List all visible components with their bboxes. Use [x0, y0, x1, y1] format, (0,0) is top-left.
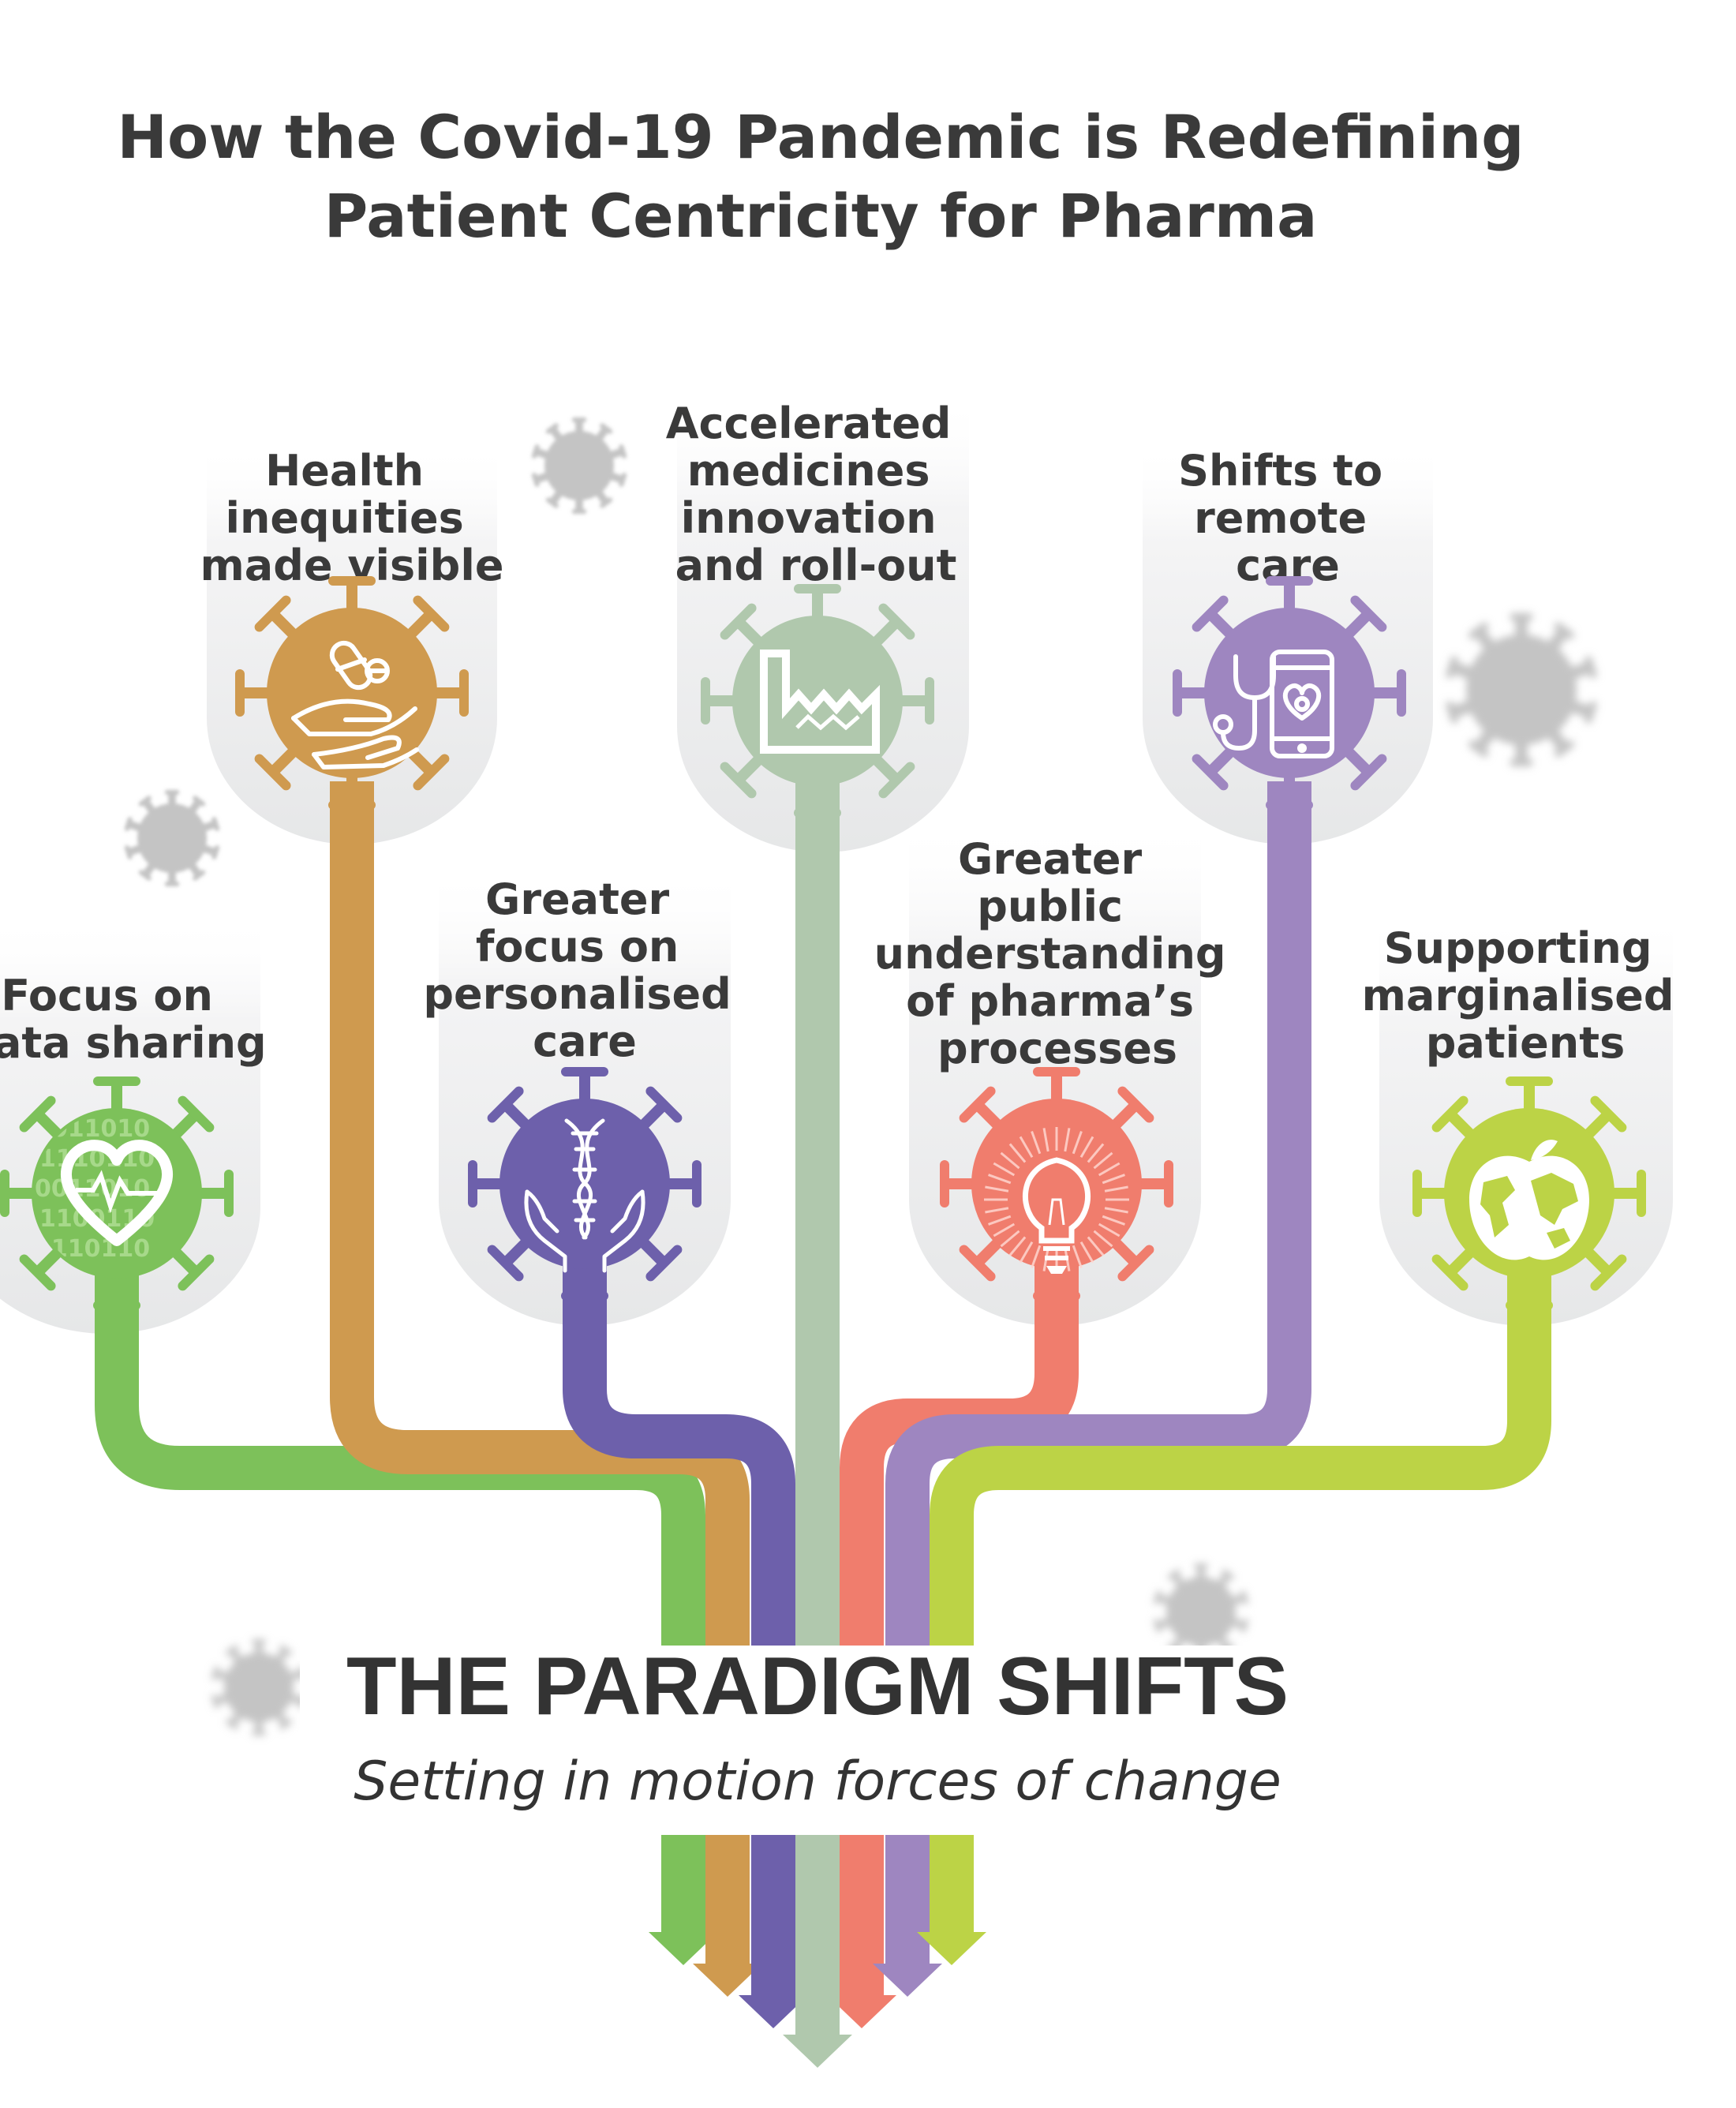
- label-personalised-care-line-3: personalised: [423, 969, 731, 1019]
- label-personalised-care-line-1: Greater: [485, 874, 669, 924]
- label-health-inequities-line-2: inequities: [225, 493, 463, 543]
- downward-arrows: [649, 1835, 986, 2068]
- title-line-1: How the Covid-19 Pandemic is Redefining: [117, 102, 1524, 172]
- label-public-understanding-line-4: of pharma’s: [906, 976, 1194, 1026]
- label-health-inequities-line-1: Health: [265, 446, 424, 496]
- label-remote-care: Shifts to remote care: [1178, 446, 1397, 590]
- factory-icon: [760, 650, 880, 754]
- label-remote-care-line-1: Shifts to: [1178, 446, 1382, 496]
- paradigm-shifts-heading: THE PARADIGM SHIFTS: [346, 1641, 1289, 1732]
- arrow-marginalised-patients: [917, 1835, 986, 1965]
- label-personalised-care: Greater focus on personalised care: [423, 874, 746, 1066]
- background-virus-1: [531, 417, 627, 515]
- label-marginalised-patients: Supporting marginalised patients: [1362, 923, 1689, 1068]
- branch-marginalised-patients: [930, 1263, 1551, 1646]
- label-medicines-innovation-line-2: medicines: [687, 446, 930, 496]
- label-public-understanding-line-1: Greater: [958, 834, 1142, 884]
- virus-circle-public-understanding: [940, 1067, 1173, 1301]
- label-medicines-innovation: Accelerated medicines innovation and rol…: [666, 399, 967, 590]
- dna-hands-icon: [524, 1118, 645, 1273]
- background-virus-3: [1446, 612, 1597, 767]
- globe-apple-icon: [1469, 1140, 1589, 1260]
- stethoscope-phone-icon: [1213, 650, 1334, 758]
- label-marginalised-patients-line-1: Supporting: [1384, 923, 1652, 973]
- branch-remote-care: [885, 781, 1311, 1646]
- arrow-remote-care: [873, 1835, 942, 1997]
- label-data-sharing: Focus on data sharing: [0, 971, 267, 1068]
- hands-pill-icon: [291, 640, 419, 769]
- label-public-understanding: Greater public understanding of pharma’s…: [874, 834, 1241, 1073]
- heading-band: [300, 1646, 1436, 1835]
- label-public-understanding-line-5: processes: [937, 1024, 1177, 1073]
- lightbulb-icon: [984, 1127, 1129, 1274]
- title-line-2: Patient Centricity for Pharma: [324, 181, 1318, 251]
- branch-paths: [95, 773, 1551, 1646]
- virus-circle-remote-care: [1173, 576, 1406, 810]
- paradigm-shifts-subheading: Setting in motion forces of change: [354, 1750, 1281, 1813]
- label-personalised-care-line-4: care: [533, 1017, 637, 1066]
- label-marginalised-patients-line-3: patients: [1426, 1018, 1625, 1068]
- virus-circle-health-inequities: [235, 576, 469, 810]
- arrow-data-sharing: [649, 1835, 718, 1965]
- label-data-sharing-line-1: Focus on: [1, 971, 213, 1020]
- arrow-personalised-care: [739, 1835, 808, 2028]
- label-medicines-innovation-line-4: and roll-out: [675, 541, 957, 590]
- label-data-sharing-line-2: data sharing: [0, 1018, 267, 1068]
- branch-data-sharing: [95, 1263, 705, 1646]
- background-virus-5: [211, 1638, 307, 1736]
- branch-personalised-care: [563, 1263, 795, 1646]
- label-medicines-innovation-line-1: Accelerated: [666, 399, 952, 448]
- arrow-medicines-innovation: [783, 1835, 852, 2068]
- arrow-public-understanding: [827, 1835, 896, 2028]
- background-virus-2: [124, 789, 220, 887]
- arrow-health-inequities: [693, 1835, 762, 1997]
- branch-health-inequities: [330, 781, 750, 1646]
- label-remote-care-line-2: remote: [1194, 493, 1367, 543]
- shift-labels: Focus on data sharing Health inequities …: [0, 399, 1689, 1073]
- label-public-understanding-line-3: understanding: [874, 929, 1226, 979]
- label-public-understanding-line-2: public: [977, 882, 1123, 931]
- label-personalised-care-line-2: focus on: [476, 922, 679, 972]
- label-medicines-innovation-line-3: innovation: [681, 493, 937, 543]
- label-marginalised-patients-line-2: marginalised: [1362, 971, 1674, 1020]
